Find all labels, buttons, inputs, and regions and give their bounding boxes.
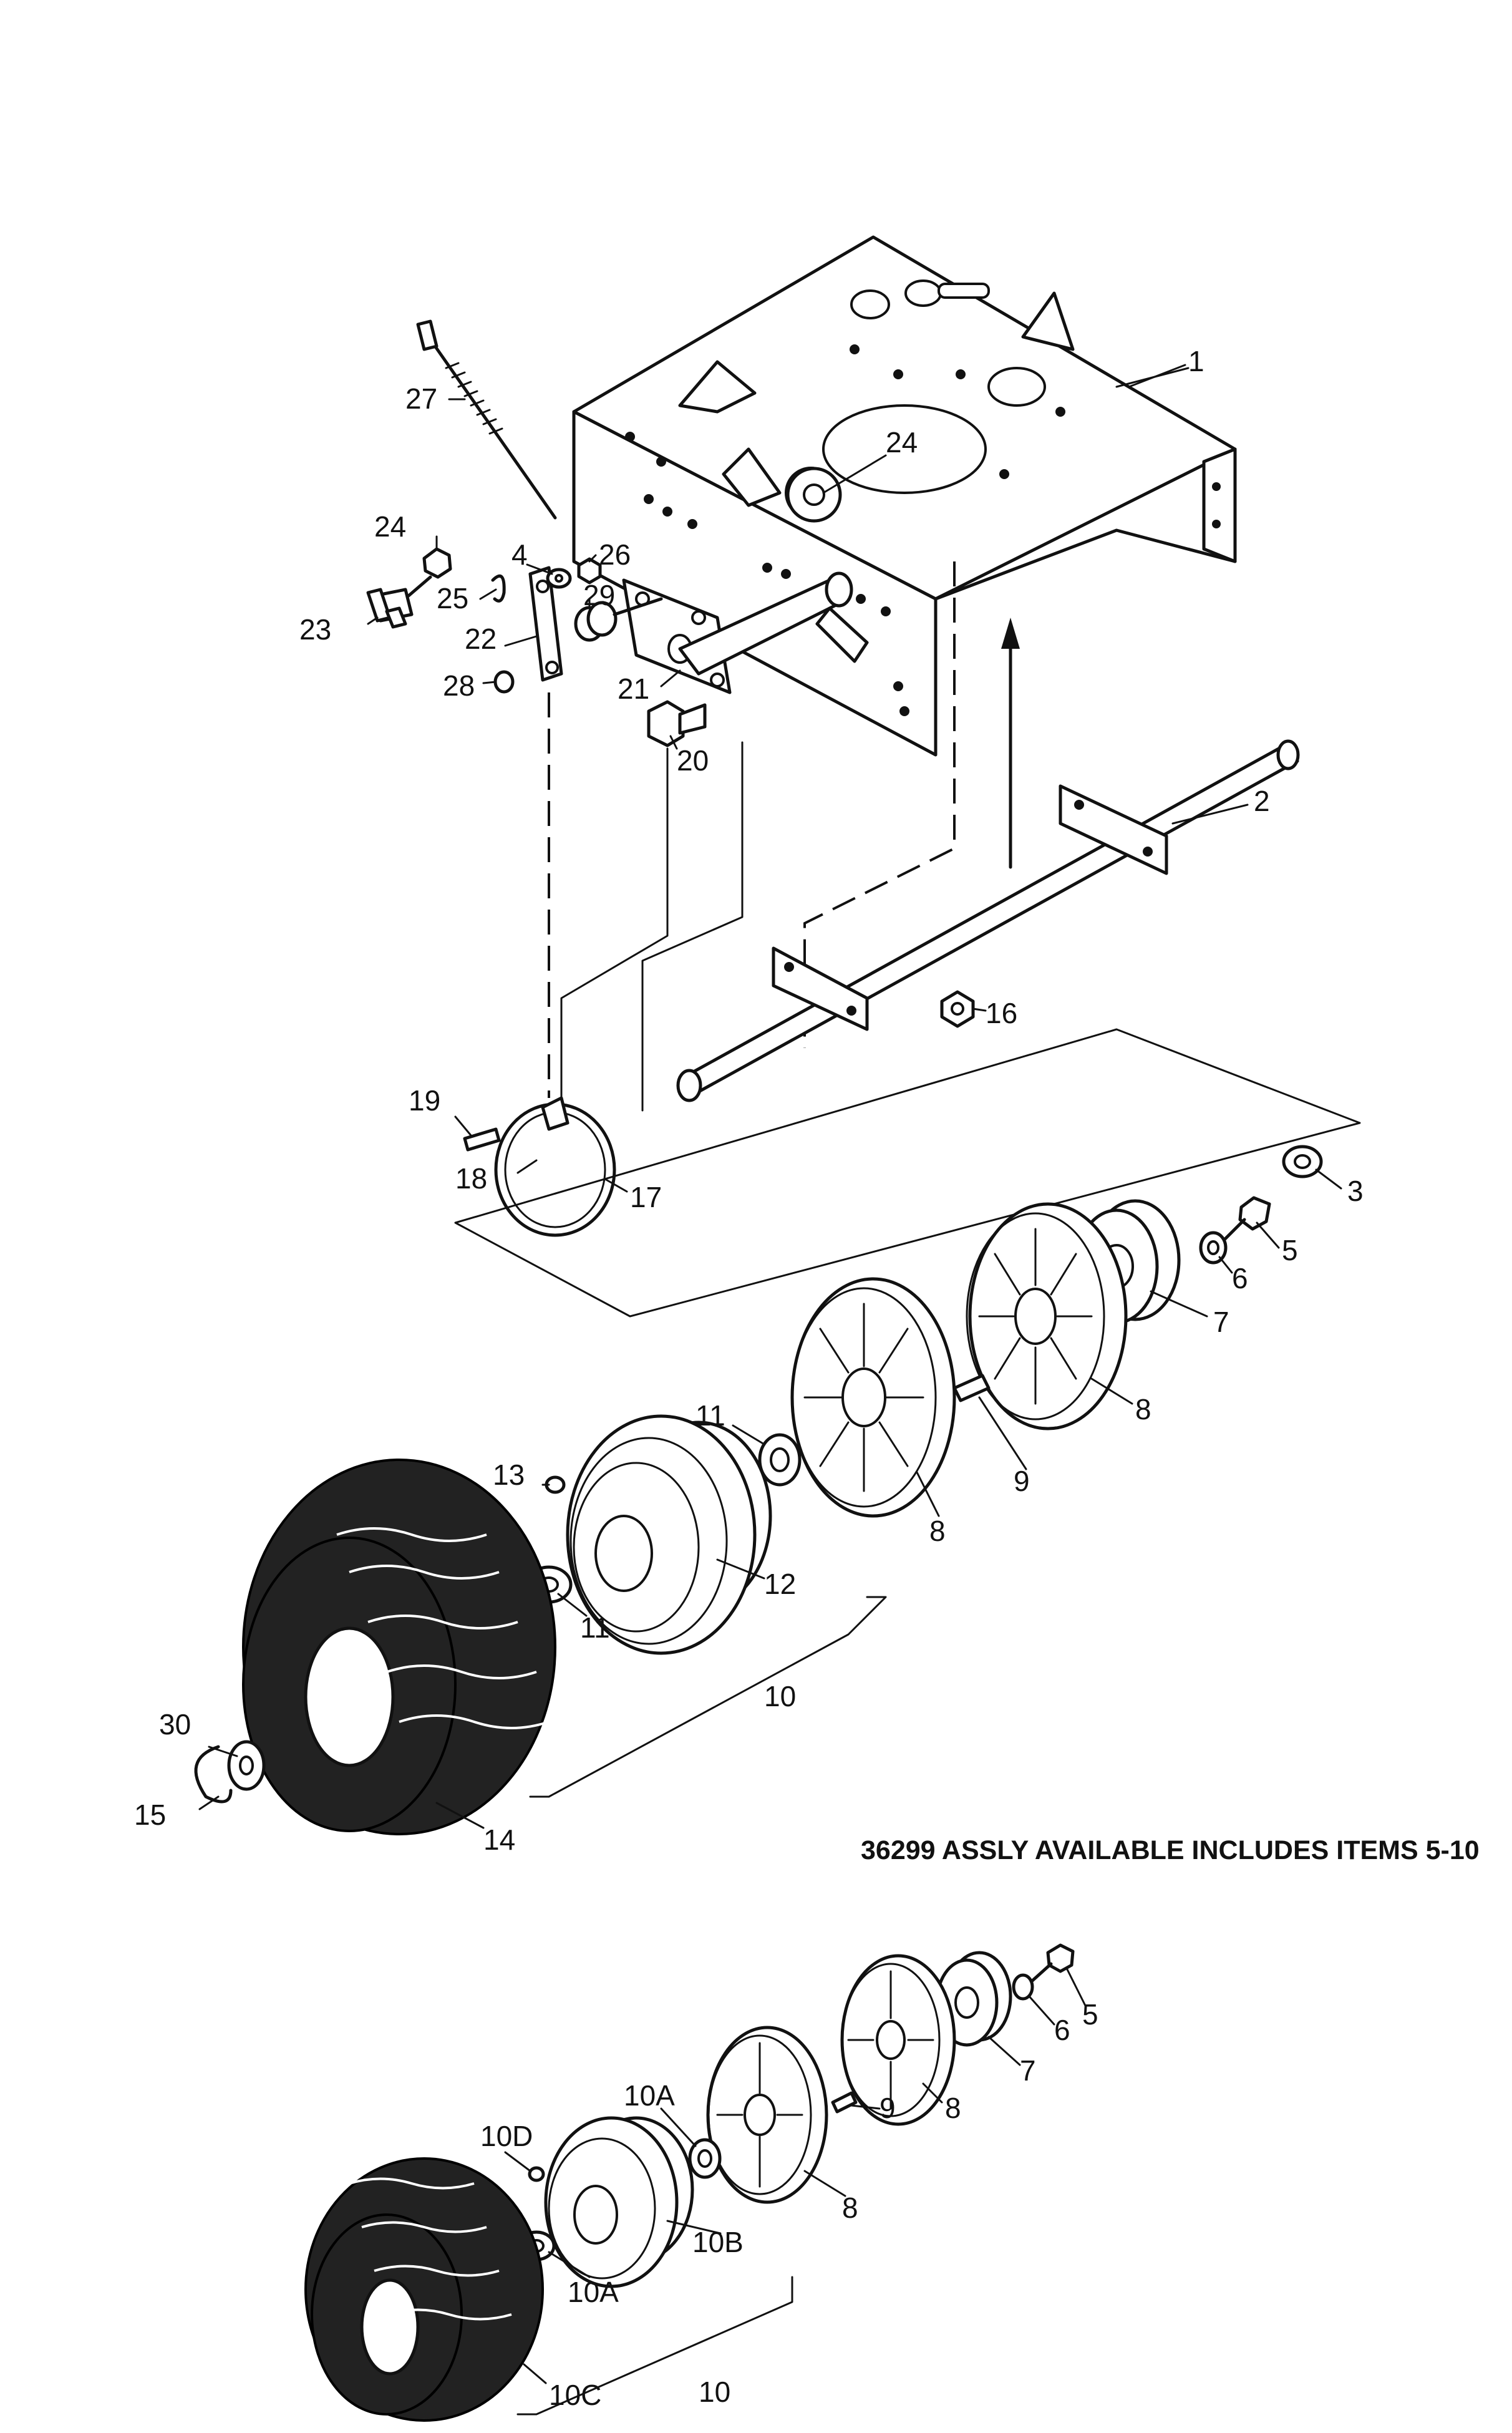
callout-6: 6: [1232, 1262, 1248, 1294]
lower-hub-10b: [544, 2116, 694, 2288]
brake-band-17: [494, 1096, 616, 1237]
hex-nut-16: [940, 990, 975, 1028]
assembly-guides: [454, 561, 1361, 1318]
washer-3: [1282, 1145, 1323, 1178]
lower-bolt-5: [1030, 1943, 1075, 1983]
callout-10: 10: [764, 1680, 796, 1712]
lower-callout-labels: 5 6 7 8 9 8 10A 10B 10D 10A 10C 10: [480, 1998, 1098, 2411]
callout-24-gear: 24: [886, 426, 918, 459]
bolt-20: [647, 700, 707, 747]
lower-pulley-8-inner: [706, 2026, 828, 2204]
callout-22: 22: [465, 623, 497, 655]
lower-bearing-10a-outer: [688, 2138, 722, 2179]
callout-14: 14: [483, 1824, 515, 1856]
rear-axle: [676, 739, 1300, 1102]
callout-15: 15: [134, 1799, 166, 1831]
callout-8-inner: 8: [929, 1515, 946, 1547]
callout-1: 1: [1188, 345, 1204, 377]
leader-lines: [198, 364, 1342, 2384]
lower-key-9: [831, 2091, 858, 2114]
callout-28: 28: [443, 669, 475, 702]
callout-11-inner: 11: [580, 1611, 610, 1644]
washer-4: [546, 568, 572, 589]
callout-9: 9: [1014, 1465, 1030, 1497]
callout-23: 23: [299, 613, 331, 646]
callout-27: 27: [405, 382, 437, 415]
bearing-11-outer: [758, 1433, 802, 1487]
callout-26: 26: [599, 538, 631, 571]
callout-12: 12: [764, 1568, 796, 1600]
lower-pulley-8-outer: [840, 1954, 956, 2126]
lower-bracket-line-10: [516, 2276, 793, 2416]
callout-4: 4: [511, 538, 528, 571]
jam-nut-24: [422, 547, 452, 579]
callout-11-outer: 11: [695, 1399, 725, 1432]
callout-17: 17: [630, 1181, 662, 1213]
lower-callout-5: 5: [1082, 1998, 1098, 2031]
callout-18: 18: [455, 1162, 487, 1195]
lower-callout-10a-bottom: 10A: [568, 2276, 619, 2308]
chassis-frame: [572, 235, 1237, 757]
upper-callout-labels: 1 2 3 5 6 7 8 9 8 11 12 13 11 10 14 30 1…: [134, 345, 1364, 1856]
clip-25: [491, 574, 506, 603]
key-9: [952, 1374, 991, 1402]
e-clip-15: [194, 1745, 233, 1804]
lockwasher-6: [1199, 1231, 1228, 1265]
callout-3: 3: [1347, 1175, 1364, 1207]
bolt-5: [1221, 1196, 1271, 1243]
callout-24-nut: 24: [374, 510, 406, 543]
nut-26: [577, 557, 602, 585]
lower-nipple-10d: [528, 2166, 545, 2182]
lower-callout-9: 9: [880, 2092, 896, 2124]
clevis-23: [366, 575, 432, 629]
lower-callout-6: 6: [1054, 2014, 1070, 2046]
callout-19: 19: [409, 1084, 440, 1117]
lower-callout-10: 10: [699, 2376, 730, 2408]
pulley-8-inner: [790, 1277, 956, 1518]
wheel-hub-12: [566, 1414, 772, 1655]
lower-callout-10c: 10C: [549, 2379, 601, 2411]
clip-28: [493, 670, 515, 694]
callout-25: 25: [437, 582, 468, 614]
washer-30: [227, 1740, 266, 1791]
callout-8-outer: 8: [1135, 1393, 1151, 1425]
callout-13: 13: [493, 1459, 525, 1491]
cross-shaft: [678, 571, 869, 676]
lower-callout-7: 7: [1020, 2054, 1036, 2087]
lower-callout-8-inner: 8: [842, 2192, 858, 2224]
callout-16: 16: [986, 997, 1017, 1029]
callout-20: 20: [677, 744, 709, 777]
lower-lockwasher-6: [1012, 1973, 1034, 2001]
lower-callout-10a-top: 10A: [624, 2079, 675, 2112]
frame-holes: [625, 344, 1221, 716]
callout-2: 2: [1254, 785, 1270, 817]
assembly-note: 36299 ASSLY AVAILABLE INCLUDES ITEMS 5-1…: [861, 1835, 1480, 1865]
callout-21: 21: [618, 673, 649, 705]
pulley-8-outer: [966, 1202, 1128, 1430]
lower-callout-8-outer: 8: [945, 2092, 961, 2124]
bracket-line-10: [529, 1596, 887, 1798]
lower-callout-10b: 10B: [692, 2226, 744, 2258]
callout-30: 30: [159, 1708, 191, 1741]
lower-callout-10d: 10D: [480, 2120, 533, 2152]
callout-29: 29: [583, 579, 615, 611]
callout-7: 7: [1213, 1306, 1229, 1338]
gear-24-frame: [786, 467, 842, 523]
callout-5: 5: [1282, 1234, 1298, 1266]
lower-tire-10c: [304, 2157, 544, 2422]
tire-14: [242, 1459, 556, 1835]
pin-19: [463, 1127, 501, 1152]
brake-rod-27: [416, 319, 557, 520]
spacer-29: [574, 597, 663, 642]
